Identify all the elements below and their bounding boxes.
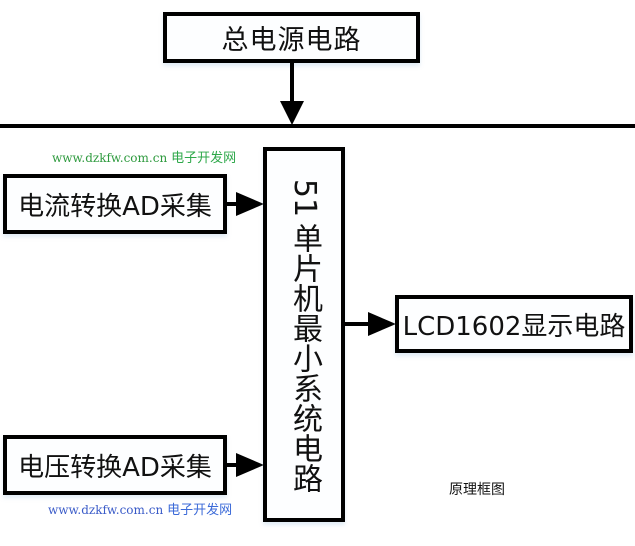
watermark-url: www.dzkfw.com.cn: [48, 503, 164, 517]
lcd-display-label: LCD1602显示电路: [402, 311, 626, 342]
power-supply-label: 总电源电路: [221, 25, 362, 56]
voltage-to-mcu-arrow-head: [236, 453, 264, 477]
current-adc-box: 电流转换AD采集: [3, 174, 227, 234]
voltage-adc-label: 电压转换AD采集: [18, 452, 212, 483]
mcu-model-number: 51: [287, 178, 322, 218]
mcu-minimum-system-box: 51 单片机最小系统电路: [263, 147, 345, 522]
diagram-caption: 原理框图: [449, 482, 505, 498]
current-to-mcu-arrow-head: [236, 192, 264, 216]
power-bus-line: [0, 124, 635, 128]
current-adc-label: 电流转换AD采集: [18, 191, 212, 222]
current-to-mcu-line: [226, 202, 238, 206]
watermark-site-name: 电子开发网: [167, 503, 233, 518]
voltage-to-mcu-line: [226, 463, 238, 467]
mcu-to-lcd-arrow-head: [368, 312, 396, 336]
watermark-url: www.dzkfw.com.cn: [52, 151, 168, 165]
voltage-adc-box: 电压转换AD采集: [3, 435, 227, 495]
power-connector-line: [290, 63, 294, 103]
power-supply-box: 总电源电路: [163, 12, 420, 63]
lcd-display-box: LCD1602显示电路: [395, 295, 633, 353]
mcu-label: 单片机最小系统电路: [287, 223, 322, 493]
watermark-site-name: 电子开发网: [171, 151, 237, 166]
power-arrow-head: [280, 101, 304, 125]
mcu-to-lcd-line: [344, 322, 370, 326]
